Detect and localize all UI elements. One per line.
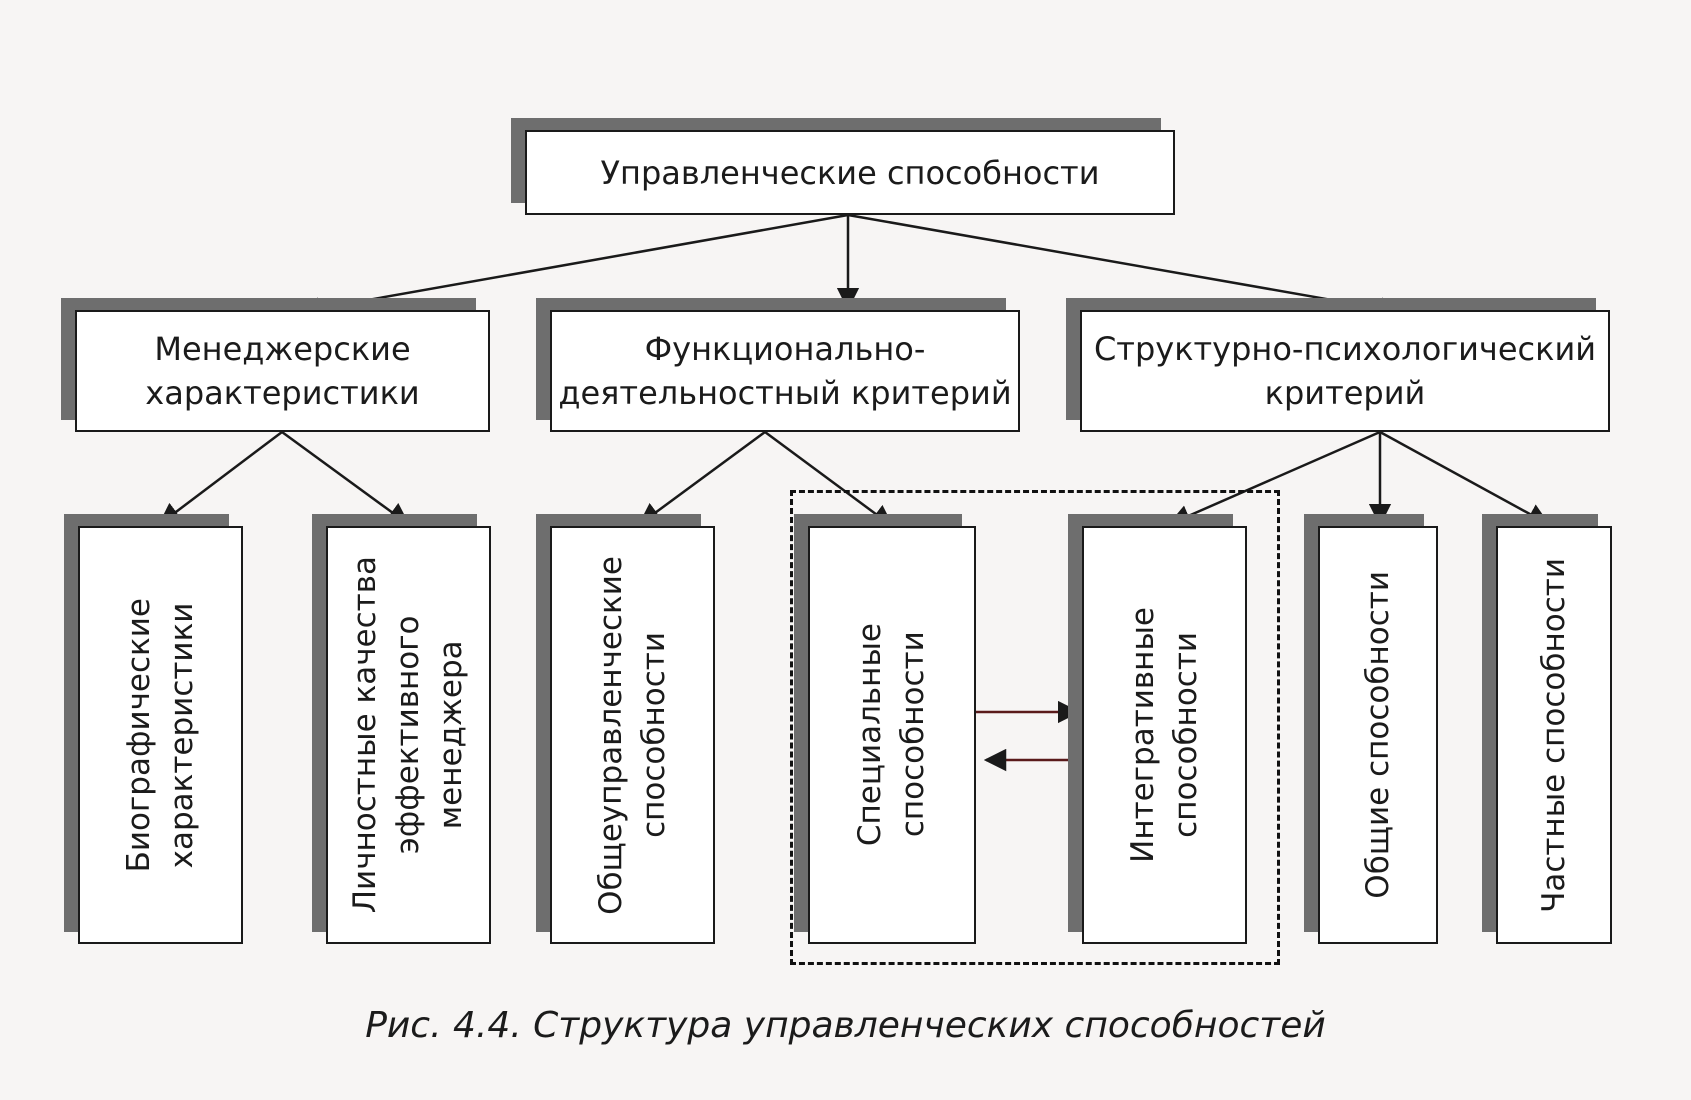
leaf-particular-abilities: Частные способности [1496, 526, 1612, 944]
arrow-managerial-to-personal [281, 430, 410, 526]
arrow-managerial-to-biographic [158, 431, 283, 526]
node-line: Структурно-психологический [1093, 330, 1597, 368]
leaf-line: Общеуправленческие [592, 555, 629, 915]
root-label: Управленческие способности [600, 153, 1100, 192]
leaf-line: способности [895, 632, 931, 838]
leaf-line: Биографические [120, 597, 157, 873]
leaf-biographic: Биографические характеристики [78, 526, 243, 944]
leaf-personal-qualities: Личностные качества эффективного менедже… [326, 526, 491, 944]
arrow-functional-to-special [764, 430, 894, 528]
leaf-line: менеджера [433, 640, 469, 830]
node-structural-criterion: Структурно-психологический критерий [1080, 310, 1610, 432]
arrow-root-to-structural [847, 213, 1403, 320]
node-functional-criterion: Функционально- деятельностный критерий [550, 310, 1020, 432]
leaf-line: способности [635, 632, 672, 838]
node-managerial-characteristics: Менеджерские характеристики [75, 310, 490, 432]
leaf-line: Интегративные [1124, 607, 1161, 863]
arrow-structural-to-integrative [1167, 430, 1381, 527]
leaf-line: Общие способности [1359, 571, 1396, 899]
node-line: критерий [1264, 374, 1426, 412]
arrow-functional-to-general-managerial [638, 430, 766, 526]
leaf-special: Специальные способности [808, 526, 976, 944]
leaf-text: Специальные способности [849, 623, 935, 846]
leaf-text: Биографические характеристики [118, 598, 204, 872]
arrow-root-to-managerial [297, 213, 849, 320]
leaf-line: Частные способности [1535, 557, 1572, 913]
leaf-integrative: Интегративные способности [1082, 526, 1247, 944]
leaf-line: эффективного [390, 615, 426, 855]
dashed-group-frame [790, 490, 1280, 965]
leaf-general-abilities: Общие способности [1318, 526, 1438, 944]
leaf-text: Личностные качества эффективного менедже… [344, 556, 473, 913]
leaf-line: Личностные качества [347, 556, 383, 914]
node-line: Менеджерские [154, 330, 411, 368]
leaf-general-managerial: Общеуправленческие способности [550, 526, 715, 944]
leaf-line: характеристики [163, 602, 200, 868]
arrow-structural-to-particular [1379, 430, 1550, 526]
root-node: Управленческие способности [525, 130, 1175, 215]
leaf-text: Общие способности [1357, 571, 1400, 899]
leaf-text: Частные способности [1533, 558, 1576, 913]
node-line: Функционально- [644, 330, 926, 368]
leaf-line: Специальные [852, 623, 888, 847]
leaf-text: Общеуправленческие способности [590, 556, 676, 915]
node-line: характеристики [145, 374, 420, 412]
node-line: деятельностный критерий [558, 374, 1012, 412]
leaf-text: Интегративные способности [1122, 607, 1208, 863]
figure-caption: Рис. 4.4. Структура управленческих спосо… [365, 1005, 1326, 1046]
leaf-line: способности [1167, 632, 1204, 838]
